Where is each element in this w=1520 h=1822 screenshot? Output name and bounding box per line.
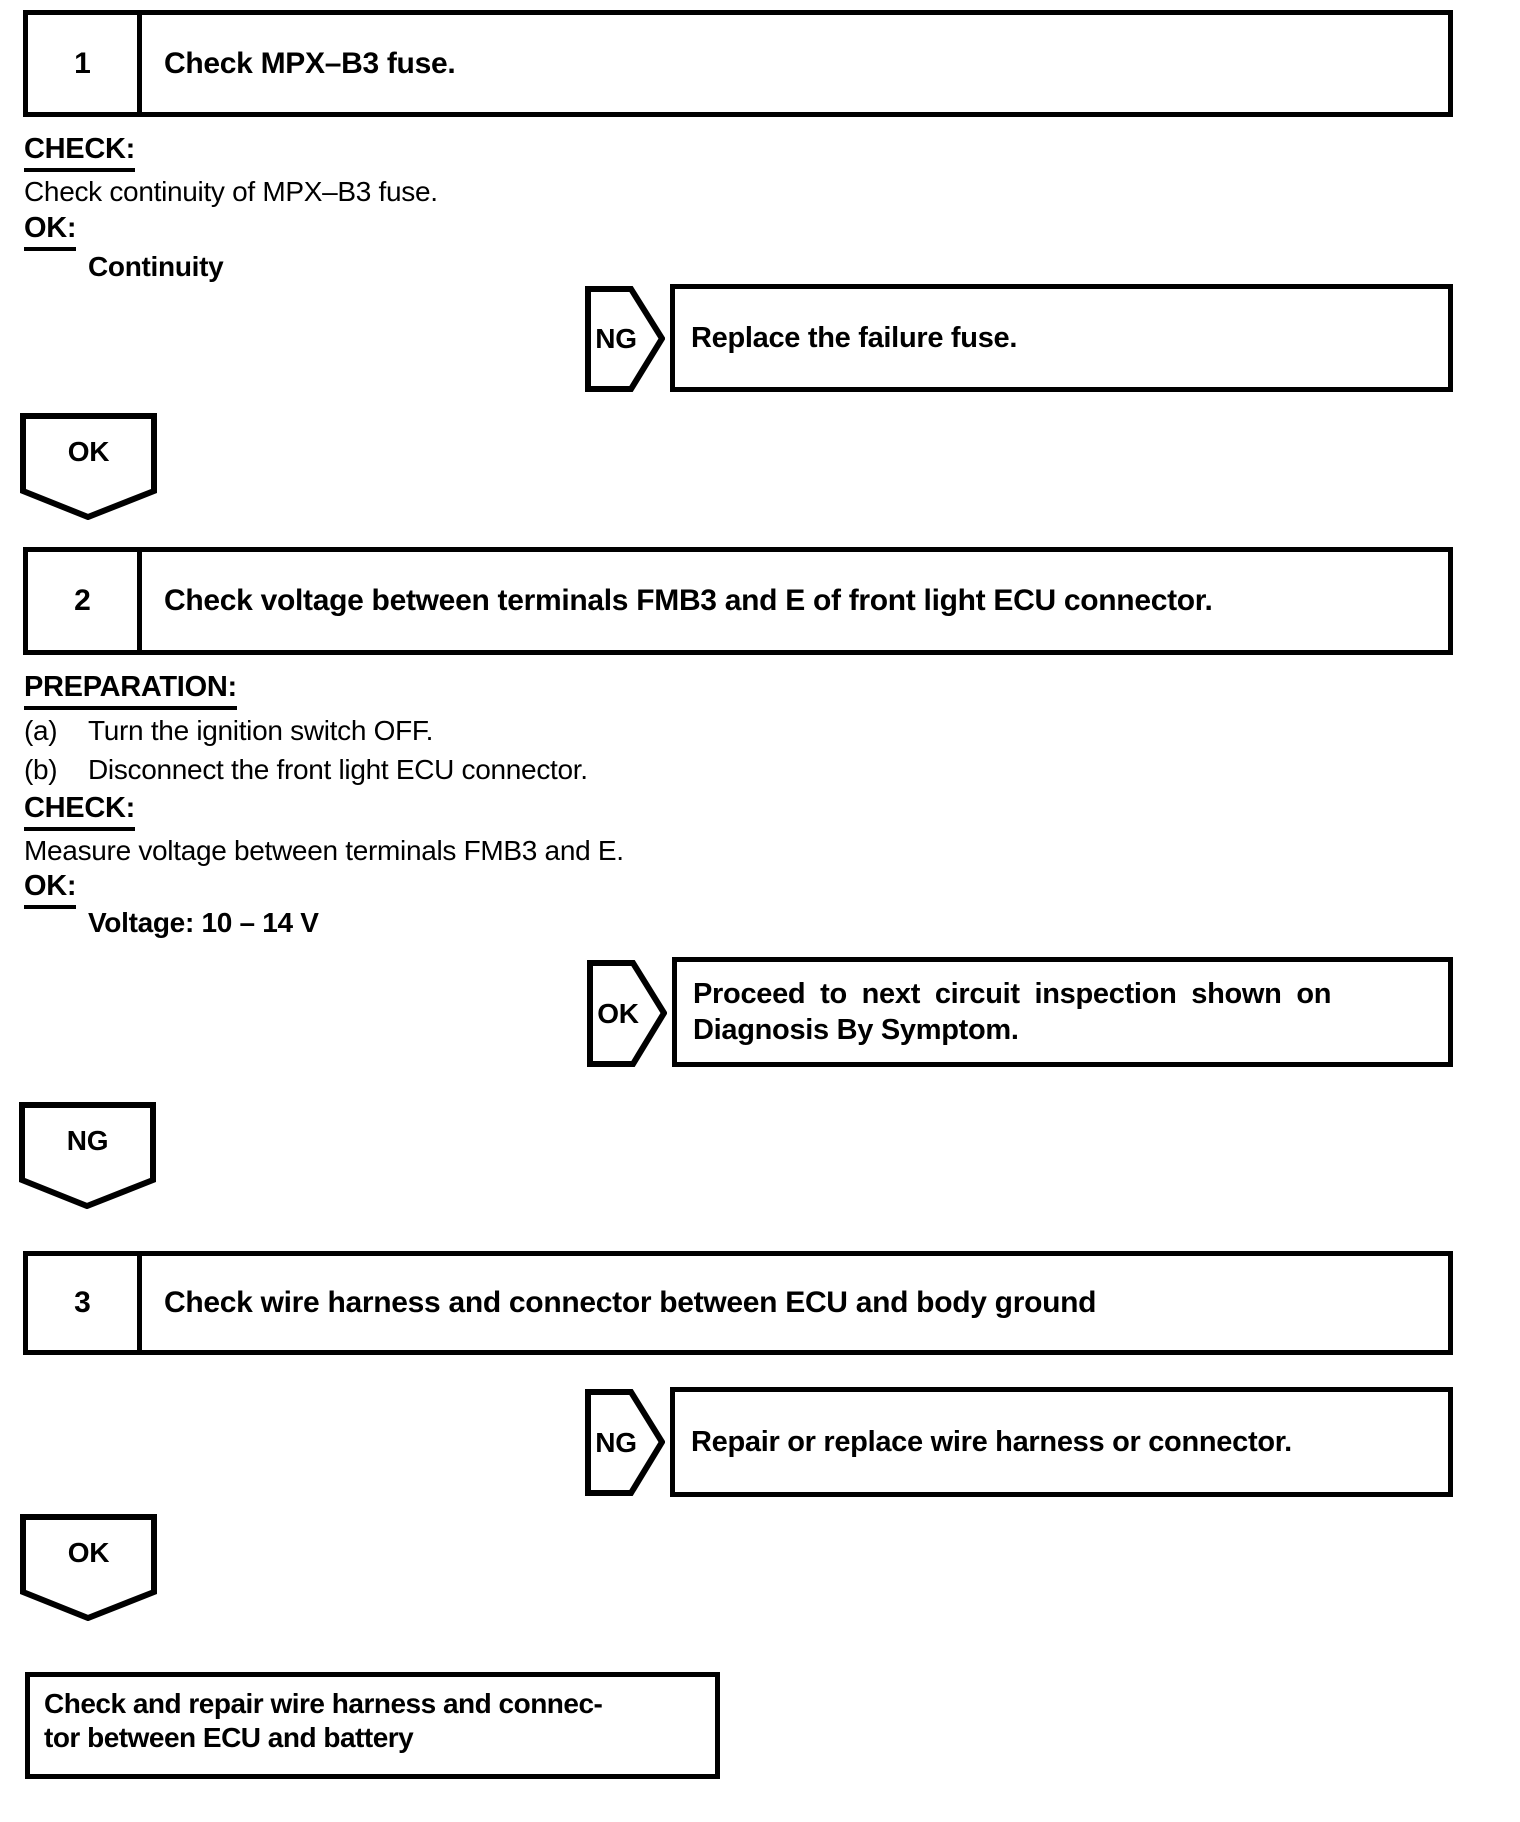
step-3-number: 3: [28, 1256, 142, 1350]
ng-connector-2-label: NG: [66, 1125, 109, 1156]
final-result-line1: Check and repair wire harness and connec…: [44, 1688, 603, 1719]
preparation-label-text: PREPARATION:: [24, 671, 237, 710]
step-1-number: 1: [28, 15, 142, 112]
step-1-title: Check MPX–B3 fuse.: [164, 46, 456, 80]
ok-connector-2-label: OK: [597, 997, 639, 1029]
ok-connector-2: OK: [587, 960, 667, 1067]
step-2-box: 2 Check voltage between terminals FMB3 a…: [23, 547, 1453, 655]
step-1-check-label: CHECK:: [24, 133, 135, 172]
ok-label-text: OK:: [24, 212, 77, 251]
ok-label-text-2: OK:: [24, 870, 77, 909]
ok-connector-3-label: OK: [67, 1537, 110, 1568]
ok-down-arrow-icon-2: [20, 1514, 157, 1621]
step-2-ok-label: OK:: [24, 870, 77, 909]
step-2-preparation-label: PREPARATION:: [24, 671, 237, 710]
final-result-line2: tor between ECU and battery: [44, 1722, 414, 1754]
ok-connector-1-label: OK: [67, 436, 110, 467]
ok-connector-1: OK: [20, 413, 157, 520]
step-1-check-text: Check continuity of MPX–B3 fuse.: [24, 176, 438, 207]
step-1-ok-value: Continuity: [88, 251, 224, 282]
step-3-title: Check wire harness and connector between…: [164, 1286, 1097, 1319]
step-1-ok-label: OK:: [24, 212, 77, 251]
final-result-box: Check and repair wire harness and connec…: [25, 1672, 720, 1779]
ng-connector-1-label: NG: [595, 323, 637, 354]
step-2-item-a-text: Turn the ignition switch OFF.: [88, 715, 434, 746]
ng-right-arrow-icon-2: [585, 1389, 665, 1496]
ok-action-box-2: Proceed to next circuit inspection shown…: [672, 957, 1453, 1067]
ok-down-arrow-icon: [20, 413, 157, 520]
ng-down-arrow-icon: [19, 1102, 156, 1209]
ok-connector-3: OK: [20, 1514, 157, 1621]
step-2-ok-value: Voltage: 10 – 14 V: [88, 907, 319, 938]
step-1-box: 1 Check MPX–B3 fuse.: [23, 10, 1453, 117]
check-label-text: CHECK:: [24, 133, 135, 172]
step-2-check-label: CHECK:: [24, 792, 135, 831]
ok-right-arrow-icon: [587, 960, 667, 1067]
step-2-number: 2: [28, 552, 142, 650]
ng-right-arrow-icon: [585, 286, 665, 392]
step-2-item-b-marker: (b): [24, 754, 58, 785]
check-label-text-2: CHECK:: [24, 792, 135, 831]
ng-connector-3: NG: [585, 1389, 665, 1496]
step-2-check-text: Measure voltage between terminals FMB3 a…: [24, 835, 624, 866]
ng-connector-2: NG: [19, 1102, 156, 1209]
step-2-item-a-marker: (a): [24, 715, 58, 746]
step-3-box: 3 Check wire harness and connector betwe…: [23, 1251, 1453, 1355]
step-2-item-b-text: Disconnect the front light ECU connector…: [88, 754, 588, 785]
step-2-title: Check voltage between terminals FMB3 and…: [164, 584, 1213, 617]
ok-action-box-2-line1: Proceed to next circuit inspection shown…: [693, 977, 1332, 1010]
ng-action-box-1: Replace the failure fuse.: [670, 284, 1453, 392]
ng-connector-3-label: NG: [595, 1426, 637, 1458]
ng-connector-1: NG: [585, 286, 665, 392]
ok-action-box-2-line2: Diagnosis By Symptom.: [693, 1014, 1019, 1046]
ng-action-box-3: Repair or replace wire harness or connec…: [670, 1387, 1453, 1497]
